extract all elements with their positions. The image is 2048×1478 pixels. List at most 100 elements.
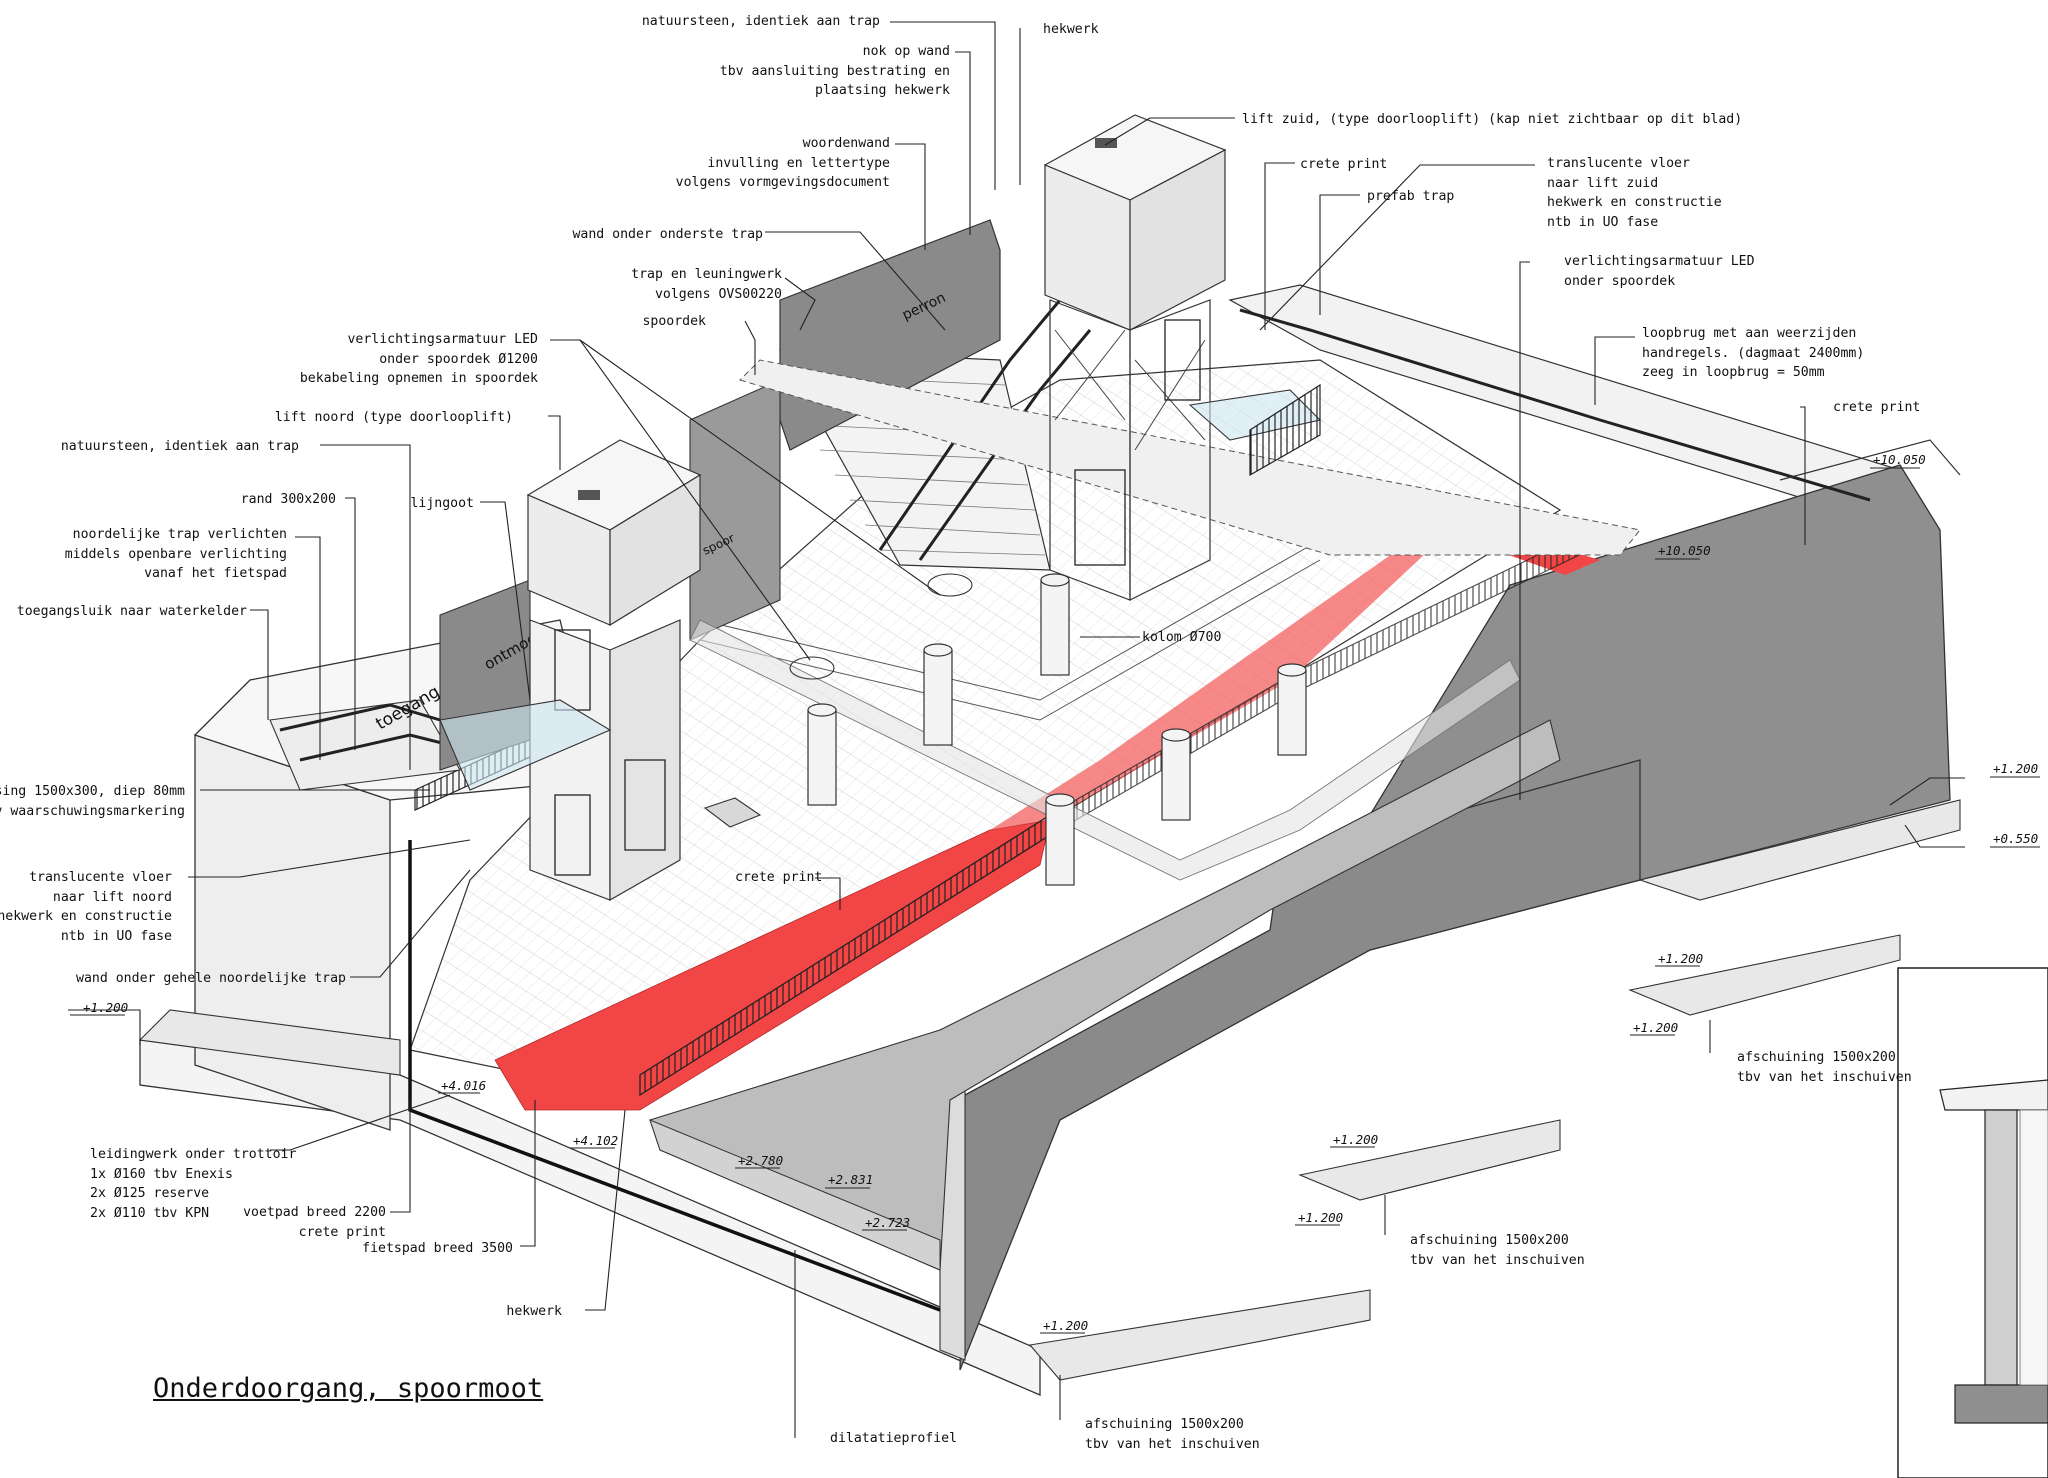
label-line: tbv van het inschuiven bbox=[1085, 1436, 1260, 1452]
lift-noord bbox=[526, 439, 702, 902]
label-nok: nok op wand tbv aansluiting bestrating e… bbox=[720, 42, 950, 101]
columns bbox=[807, 573, 1307, 886]
ledge-left bbox=[138, 1009, 401, 1076]
label-prefab-trap: prefab trap bbox=[1367, 187, 1454, 207]
label-line: hekwerk en constructie bbox=[0, 909, 172, 924]
handrail-south bbox=[878, 299, 1062, 551]
spoordek bbox=[689, 359, 1641, 881]
deck-lower-band bbox=[689, 619, 1521, 881]
label-line: natuursteen, identiek aan trap bbox=[60, 439, 299, 454]
label-line: tbv van het inschuiven bbox=[1410, 1252, 1585, 1268]
label-woordenwand: woordenwand invulling en lettertype volg… bbox=[676, 134, 890, 193]
ledge-bottom bbox=[1028, 1289, 1371, 1381]
label-hekwerk-top: hekwerk bbox=[1043, 20, 1099, 40]
label-line: afschuining 1500x200 bbox=[1085, 1417, 1244, 1432]
label-line: afschuining 1500x200 bbox=[1410, 1233, 1569, 1248]
label-line: lift zuid, (type doorlooplift) (kap niet… bbox=[1242, 112, 1743, 127]
label-line: crete print bbox=[1300, 157, 1388, 172]
led-light-deck-2 bbox=[789, 656, 835, 680]
label-line: 2x Ø110 tbv KPN bbox=[90, 1205, 210, 1221]
level-2780: +2.780 bbox=[738, 1153, 784, 1168]
channel-wall bbox=[649, 1119, 941, 1271]
label-line: hekwerk bbox=[1043, 22, 1099, 37]
label-lift-noord: lift noord (type doorlooplift) bbox=[275, 408, 513, 428]
label-line: bekabeling opnemen in spoordek bbox=[299, 371, 538, 386]
label-kolom: kolom Ø700 bbox=[1142, 628, 1221, 648]
label-line: wand onder gehele noordelijke trap bbox=[76, 971, 346, 986]
left-outer-wall bbox=[194, 734, 391, 1131]
level-1200-m2: +1.200 bbox=[1633, 1020, 1679, 1035]
toegangsluik bbox=[703, 797, 762, 828]
label-verlichting-right: verlichtingsarmatuur LED onder spoordek bbox=[1564, 252, 1755, 291]
outline-lower bbox=[1779, 439, 1961, 481]
label-line: prefab trap bbox=[1367, 189, 1455, 204]
handrail-south-2 bbox=[918, 329, 1092, 561]
label-line: naar lift noord bbox=[52, 889, 172, 905]
label-line: inkassing 1500x300, diep 80mm bbox=[0, 784, 185, 799]
loopbrug-handrail bbox=[1239, 308, 1871, 502]
detail-inset bbox=[1897, 967, 2048, 1478]
level-1200-r1: +1.200 bbox=[1993, 761, 2039, 776]
label-line: leidingwerk onder trottoir bbox=[90, 1147, 297, 1162]
label-line: plaatsing hekwerk bbox=[815, 83, 950, 98]
label-crete-print-right: crete print bbox=[1833, 398, 1920, 418]
lift-zuid bbox=[1043, 114, 1227, 601]
label-line: ntb in UO fase bbox=[1547, 214, 1659, 230]
handrail-north bbox=[279, 703, 441, 732]
ledge-mid bbox=[1298, 1119, 1561, 1201]
label-line: vanaf het fietspad bbox=[144, 566, 287, 581]
kolom-4 bbox=[1277, 663, 1307, 756]
spoordek-deck bbox=[739, 359, 1641, 556]
railing-mid-top bbox=[699, 539, 1321, 701]
label-line: crete print bbox=[298, 1224, 386, 1240]
led-light-deck bbox=[927, 573, 973, 597]
label-afschuining-bottom: afschuining 1500x200 tbv van het inschui… bbox=[1085, 1415, 1260, 1454]
kolom-2 bbox=[923, 643, 953, 746]
label-translucente-zuid: translucente vloer naar lift zuid hekwer… bbox=[1547, 154, 1722, 232]
label-line: handregels. (dagmaat 2400mm) bbox=[1642, 345, 1865, 361]
label-line: middels openbare verlichting bbox=[64, 546, 287, 562]
loopbrug-railing bbox=[1249, 383, 1321, 477]
label-line: rand 300x200 bbox=[240, 492, 336, 507]
label-line: translucente vloer bbox=[1547, 156, 1690, 171]
label-line: kolom Ø700 bbox=[1142, 630, 1222, 645]
label-verlichting-left: verlichtingsarmatuur LED onder spoordek … bbox=[300, 330, 538, 389]
label-line: tbv aansluiting bestrating en bbox=[719, 63, 950, 79]
drawing-title: Onderdoorgang, spoormoot bbox=[153, 1373, 544, 1404]
label-line: dilatatieprofiel bbox=[830, 1431, 958, 1446]
level-4016: +4.016 bbox=[441, 1078, 487, 1093]
label-line: spoordek bbox=[642, 314, 706, 329]
label-dilatatieprofiel: dilatatieprofiel bbox=[830, 1429, 957, 1449]
label-line: onder spoordek Ø1200 bbox=[379, 351, 538, 367]
label-line: voetpad breed 2200 bbox=[243, 1205, 386, 1220]
label-lift-zuid: lift zuid, (type doorlooplift) (kap niet… bbox=[1242, 110, 1742, 130]
label-line: crete print bbox=[1833, 400, 1921, 415]
label-line: ntb in UO fase bbox=[60, 928, 172, 944]
label-line: trap en leuningwerk bbox=[631, 267, 782, 282]
level-1200-m1: +1.200 bbox=[1658, 951, 1704, 966]
level-2723: +2.723 bbox=[865, 1215, 911, 1230]
label-toegangsluik: toegangsluik naar waterkelder bbox=[17, 602, 247, 622]
label-line: verlichtingsarmatuur LED bbox=[1564, 254, 1755, 269]
label-line: 1x Ø160 tbv Enexis bbox=[90, 1166, 233, 1182]
label-line: hekwerk bbox=[506, 1304, 562, 1319]
label-line: loopbrug met aan weerzijden bbox=[1642, 326, 1857, 341]
level-marks bbox=[70, 467, 2040, 1334]
woordenwand-mid bbox=[689, 379, 781, 641]
label-line: lijngoot bbox=[410, 496, 474, 511]
label-trap-leuning: trap en leuningwerk volgens OVS00220 bbox=[631, 265, 782, 304]
level-1200-m3: +1.200 bbox=[1333, 1132, 1379, 1147]
label-leidingwerk: leidingwerk onder trottoir 1x Ø160 tbv E… bbox=[90, 1145, 296, 1223]
kolom-1 bbox=[1040, 573, 1070, 676]
ledge-right-2 bbox=[1628, 934, 1901, 1016]
label-line: onder spoordek bbox=[1564, 273, 1676, 289]
label-line: volgens vormgevingsdocument bbox=[675, 175, 890, 190]
label-natuursteen-left: natuursteen, identiek aan trap bbox=[61, 437, 299, 457]
kolom-3 bbox=[807, 703, 837, 806]
label-line: fietspad breed 3500 bbox=[362, 1241, 513, 1256]
railing-mid bbox=[699, 559, 1321, 721]
label-line: crete print bbox=[735, 870, 823, 885]
label-lijngoot: lijngoot bbox=[410, 494, 474, 514]
level-2831: +2.831 bbox=[828, 1172, 874, 1187]
